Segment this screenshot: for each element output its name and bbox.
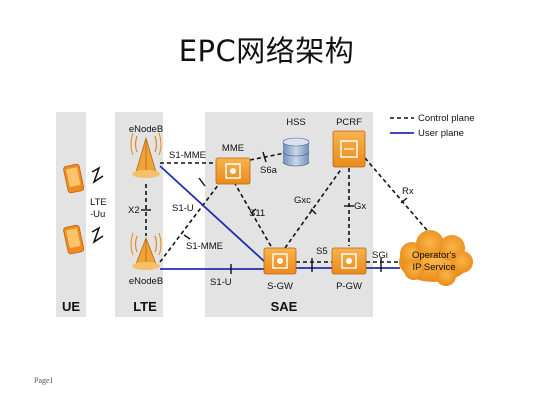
sgw-label: S-GW <box>267 281 293 292</box>
operator-label-line2: IP Service <box>412 262 455 273</box>
gxc-label: Gxc <box>294 195 311 206</box>
legend-user-label: User plane <box>418 128 464 139</box>
s5-label: S5 <box>316 246 328 257</box>
s11-label: S11 <box>249 208 265 219</box>
enodeb-bottom-icon <box>130 232 162 270</box>
ue-phone-bottom-icon <box>63 224 85 255</box>
s1-u-bottom-label: S1-U <box>210 277 232 288</box>
lte-panel <box>115 112 163 317</box>
operator-cloud-icon <box>399 230 473 286</box>
gxc-link <box>284 167 343 249</box>
sgi-label: SGi <box>372 250 388 261</box>
gx-label: Gx <box>354 201 366 212</box>
radio-link-icon <box>91 166 104 244</box>
pcrf-label: PCRF <box>336 117 362 128</box>
page-number: Page1 <box>34 376 54 385</box>
pgw-label: P-GW <box>336 281 362 292</box>
column-label-ue: UE <box>62 299 80 314</box>
column-label-lte: LTE <box>133 299 157 314</box>
slide-title: EPC网络架构 <box>178 34 355 68</box>
s1-u-diagonal-link <box>159 165 266 263</box>
sgw-node-icon <box>263 247 297 275</box>
ue-panel <box>56 112 86 317</box>
hss-label: HSS <box>286 117 306 128</box>
rx-link <box>364 157 433 237</box>
pcrf-node-icon <box>332 130 366 168</box>
operator-label-line1: Operator's <box>412 250 456 261</box>
s11-link <box>233 181 273 249</box>
s1-mme-diagonal-link <box>159 179 223 263</box>
s1-mme-top-label: S1-MME <box>169 150 206 161</box>
s6a-label: S6a <box>260 165 278 176</box>
mme-label: MME <box>222 143 244 154</box>
mme-node-icon <box>215 157 251 185</box>
interface-ticks <box>141 151 408 274</box>
legend-control-label: Control plane <box>418 113 475 124</box>
enodeb-top-label: eNodeB <box>129 124 163 135</box>
ue-phone-top-icon <box>63 163 85 194</box>
lte-uu-label-line1: LTE <box>90 197 107 208</box>
s1-u-mid-label: S1-U <box>172 203 194 214</box>
rx-label: Rx <box>402 186 414 197</box>
s1-mme-mid-label: S1-MME <box>186 241 223 252</box>
column-label-sae: SAE <box>271 299 298 314</box>
enodeb-top-icon <box>130 132 162 178</box>
x2-label: X2 <box>128 205 140 216</box>
enodeb-bottom-label: eNodeB <box>129 276 163 287</box>
hss-database-icon <box>282 137 310 167</box>
lte-uu-label-line2: -Uu <box>90 209 105 220</box>
pgw-node-icon <box>331 247 367 275</box>
